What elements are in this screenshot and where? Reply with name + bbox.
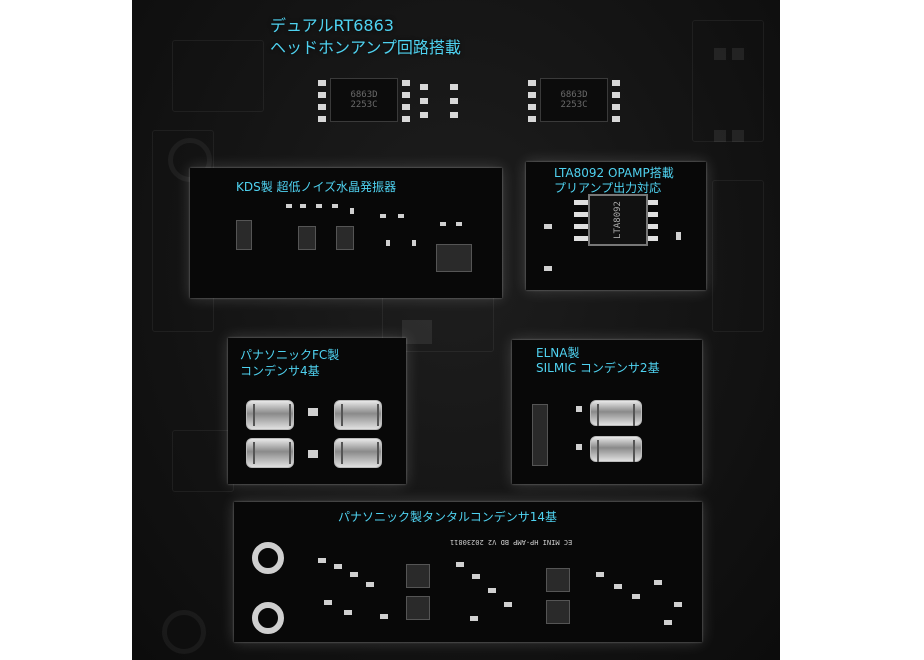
capacitor — [334, 400, 382, 430]
ic — [406, 564, 430, 588]
kds-caption: KDS製 超低ノイズ水晶発振器 — [236, 180, 397, 194]
elna-silmic-panel: ELNA製 SILMIC コンデンサ2基 — [512, 340, 702, 484]
chip-marking: LTA8092 — [613, 201, 623, 239]
lta8092-panel: LTA8092 LTA8092 OPAMP搭載 プリアンプ出力対応 — [526, 162, 706, 290]
oscillator-crystal — [336, 226, 354, 250]
pcb-pad — [714, 130, 726, 142]
pcb-trace — [692, 20, 764, 142]
chip-marking: 2253C — [350, 100, 378, 110]
capacitor — [246, 400, 294, 430]
title-line-2: ヘッドホンアンプ回路搭載 — [270, 38, 461, 57]
capacitor — [590, 400, 642, 426]
ic — [546, 600, 570, 624]
tantalum-panel: EC MINI HP-AMP BD V2 20230811 パナソニック製タンタ… — [234, 502, 702, 642]
oscillator-crystal — [298, 226, 316, 250]
mounting-hole — [252, 602, 284, 634]
elna-caption-line-1: ELNA製 — [536, 346, 580, 360]
connector — [236, 220, 252, 250]
ic — [436, 244, 472, 272]
ic — [406, 596, 430, 620]
capacitor — [590, 436, 642, 462]
tantalum-caption: パナソニック製タンタルコンデンサ14基 — [338, 510, 558, 524]
pcb-hole — [162, 610, 206, 654]
pcb-pad — [732, 130, 744, 142]
pcb-pad — [714, 48, 726, 60]
pcb-silkscreen: EC MINI HP-AMP BD V2 20230811 — [450, 538, 573, 546]
pcb-trace — [172, 430, 234, 492]
inductor — [532, 404, 548, 466]
pcb-trace — [712, 180, 764, 332]
pcb-pad — [732, 48, 744, 60]
elna-caption-line-2: SILMIC コンデンサ2基 — [536, 361, 660, 375]
kds-oscillator-panel: KDS製 超低ノイズ水晶発振器 — [190, 168, 502, 298]
ic — [546, 568, 570, 592]
panasonic-fc-panel: パナソニックFC製 コンデンサ4基 — [228, 338, 406, 484]
capacitor — [246, 438, 294, 468]
chip-marking: 6863D — [350, 90, 378, 100]
title-line-1: デュアルRT6863 — [270, 16, 394, 35]
mounting-hole — [252, 542, 284, 574]
lta-caption-line-1: LTA8092 OPAMP搭載 — [554, 166, 674, 180]
capacitor — [334, 438, 382, 468]
lta8092-chip: LTA8092 — [588, 194, 648, 246]
chip-marking: 2253C — [560, 100, 588, 110]
pcb-pad — [402, 320, 432, 344]
pcb-trace — [172, 40, 264, 112]
panasonic-fc-caption-line-2: コンデンサ4基 — [240, 364, 320, 378]
lta-caption-line-2: プリアンプ出力対応 — [554, 181, 662, 195]
panasonic-fc-caption-line-1: パナソニックFC製 — [240, 348, 340, 362]
chip-marking: 6863D — [560, 90, 588, 100]
